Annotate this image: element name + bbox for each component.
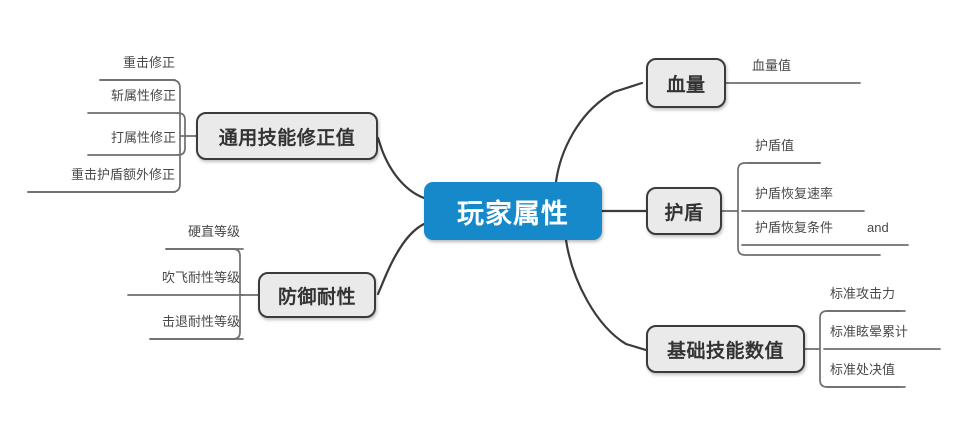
branch-label-general-skill-modifiers: 通用技能修正值 — [218, 127, 356, 149]
branch-label-health: 血量 — [666, 74, 706, 96]
leaf-shield-2-extra: and — [867, 220, 889, 235]
leaf-health-0-label: 血量值 — [752, 58, 792, 73]
leaf-basic-1-label: 标准眩晕累计 — [830, 324, 909, 339]
leaf-general-2[interactable]: 打属性修正 — [0, 131, 176, 144]
leaf-basic-1[interactable]: 标准眩晕累计 — [830, 325, 908, 338]
wire-root-to-general — [376, 136, 426, 200]
leaf-defense-1[interactable]: 吹飞耐性等级 — [60, 271, 240, 284]
root-node-player-attributes[interactable]: 玩家属性 — [424, 182, 602, 240]
leaf-shield-0-label: 护盾值 — [755, 138, 795, 153]
leaf-general-0[interactable]: 重击修正 — [0, 56, 175, 69]
leaf-defense-2[interactable]: 击退耐性等级 — [60, 315, 240, 328]
wire-root-to-defense — [376, 222, 426, 296]
leaf-health-0[interactable]: 血量值 — [752, 59, 791, 72]
branch-label-basic-skill-values: 基础技能数值 — [666, 340, 784, 362]
bracket-general-inner — [177, 112, 186, 156]
leaf-general-1-label: 斩属性修正 — [110, 88, 176, 103]
leaf-defense-0-label: 硬直等级 — [187, 224, 240, 239]
leaf-shield-2-label: 护盾恢复条件 — [755, 220, 834, 235]
leaf-general-3-label: 重击护盾额外修正 — [70, 167, 175, 182]
bracket-shield — [721, 162, 881, 256]
branch-node-basic-skill-values[interactable]: 基础技能数值 — [646, 325, 805, 373]
leaf-basic-2-label: 标准处决值 — [830, 362, 896, 377]
branch-node-shield[interactable]: 护盾 — [646, 187, 722, 235]
leaf-general-2-label: 打属性修正 — [110, 130, 176, 145]
leaf-shield-1-label: 护盾恢复速率 — [755, 186, 834, 201]
branch-label-shield: 护盾 — [664, 202, 704, 224]
leaf-shield-0[interactable]: 护盾值 — [755, 139, 794, 152]
leaf-general-1[interactable]: 斩属性修正 — [0, 89, 176, 102]
branch-node-defense-resistance[interactable]: 防御耐性 — [258, 272, 376, 318]
branch-node-general-skill-modifiers[interactable]: 通用技能修正值 — [196, 112, 378, 160]
branch-label-defense-resistance: 防御耐性 — [277, 286, 356, 308]
leaf-defense-2-label: 击退耐性等级 — [161, 314, 240, 329]
wire-root-to-health — [554, 81, 644, 184]
leaf-defense-1-label: 吹飞耐性等级 — [161, 270, 240, 285]
leaf-basic-0[interactable]: 标准攻击力 — [830, 287, 895, 300]
leaf-basic-2[interactable]: 标准处决值 — [830, 363, 895, 376]
leaf-general-3[interactable]: 重击护盾额外修正 — [0, 168, 175, 181]
branch-node-health[interactable]: 血量 — [646, 58, 726, 108]
wire-root-to-basic — [564, 238, 648, 352]
leaf-defense-0[interactable]: 硬直等级 — [60, 225, 240, 238]
leaf-shield-2[interactable]: 护盾恢复条件 and — [755, 221, 889, 234]
leaf-general-0-label: 重击修正 — [122, 55, 175, 70]
root-node-label: 玩家属性 — [457, 198, 569, 229]
leaf-basic-0-label: 标准攻击力 — [830, 286, 896, 301]
leaf-shield-1[interactable]: 护盾恢复速率 — [755, 187, 833, 200]
